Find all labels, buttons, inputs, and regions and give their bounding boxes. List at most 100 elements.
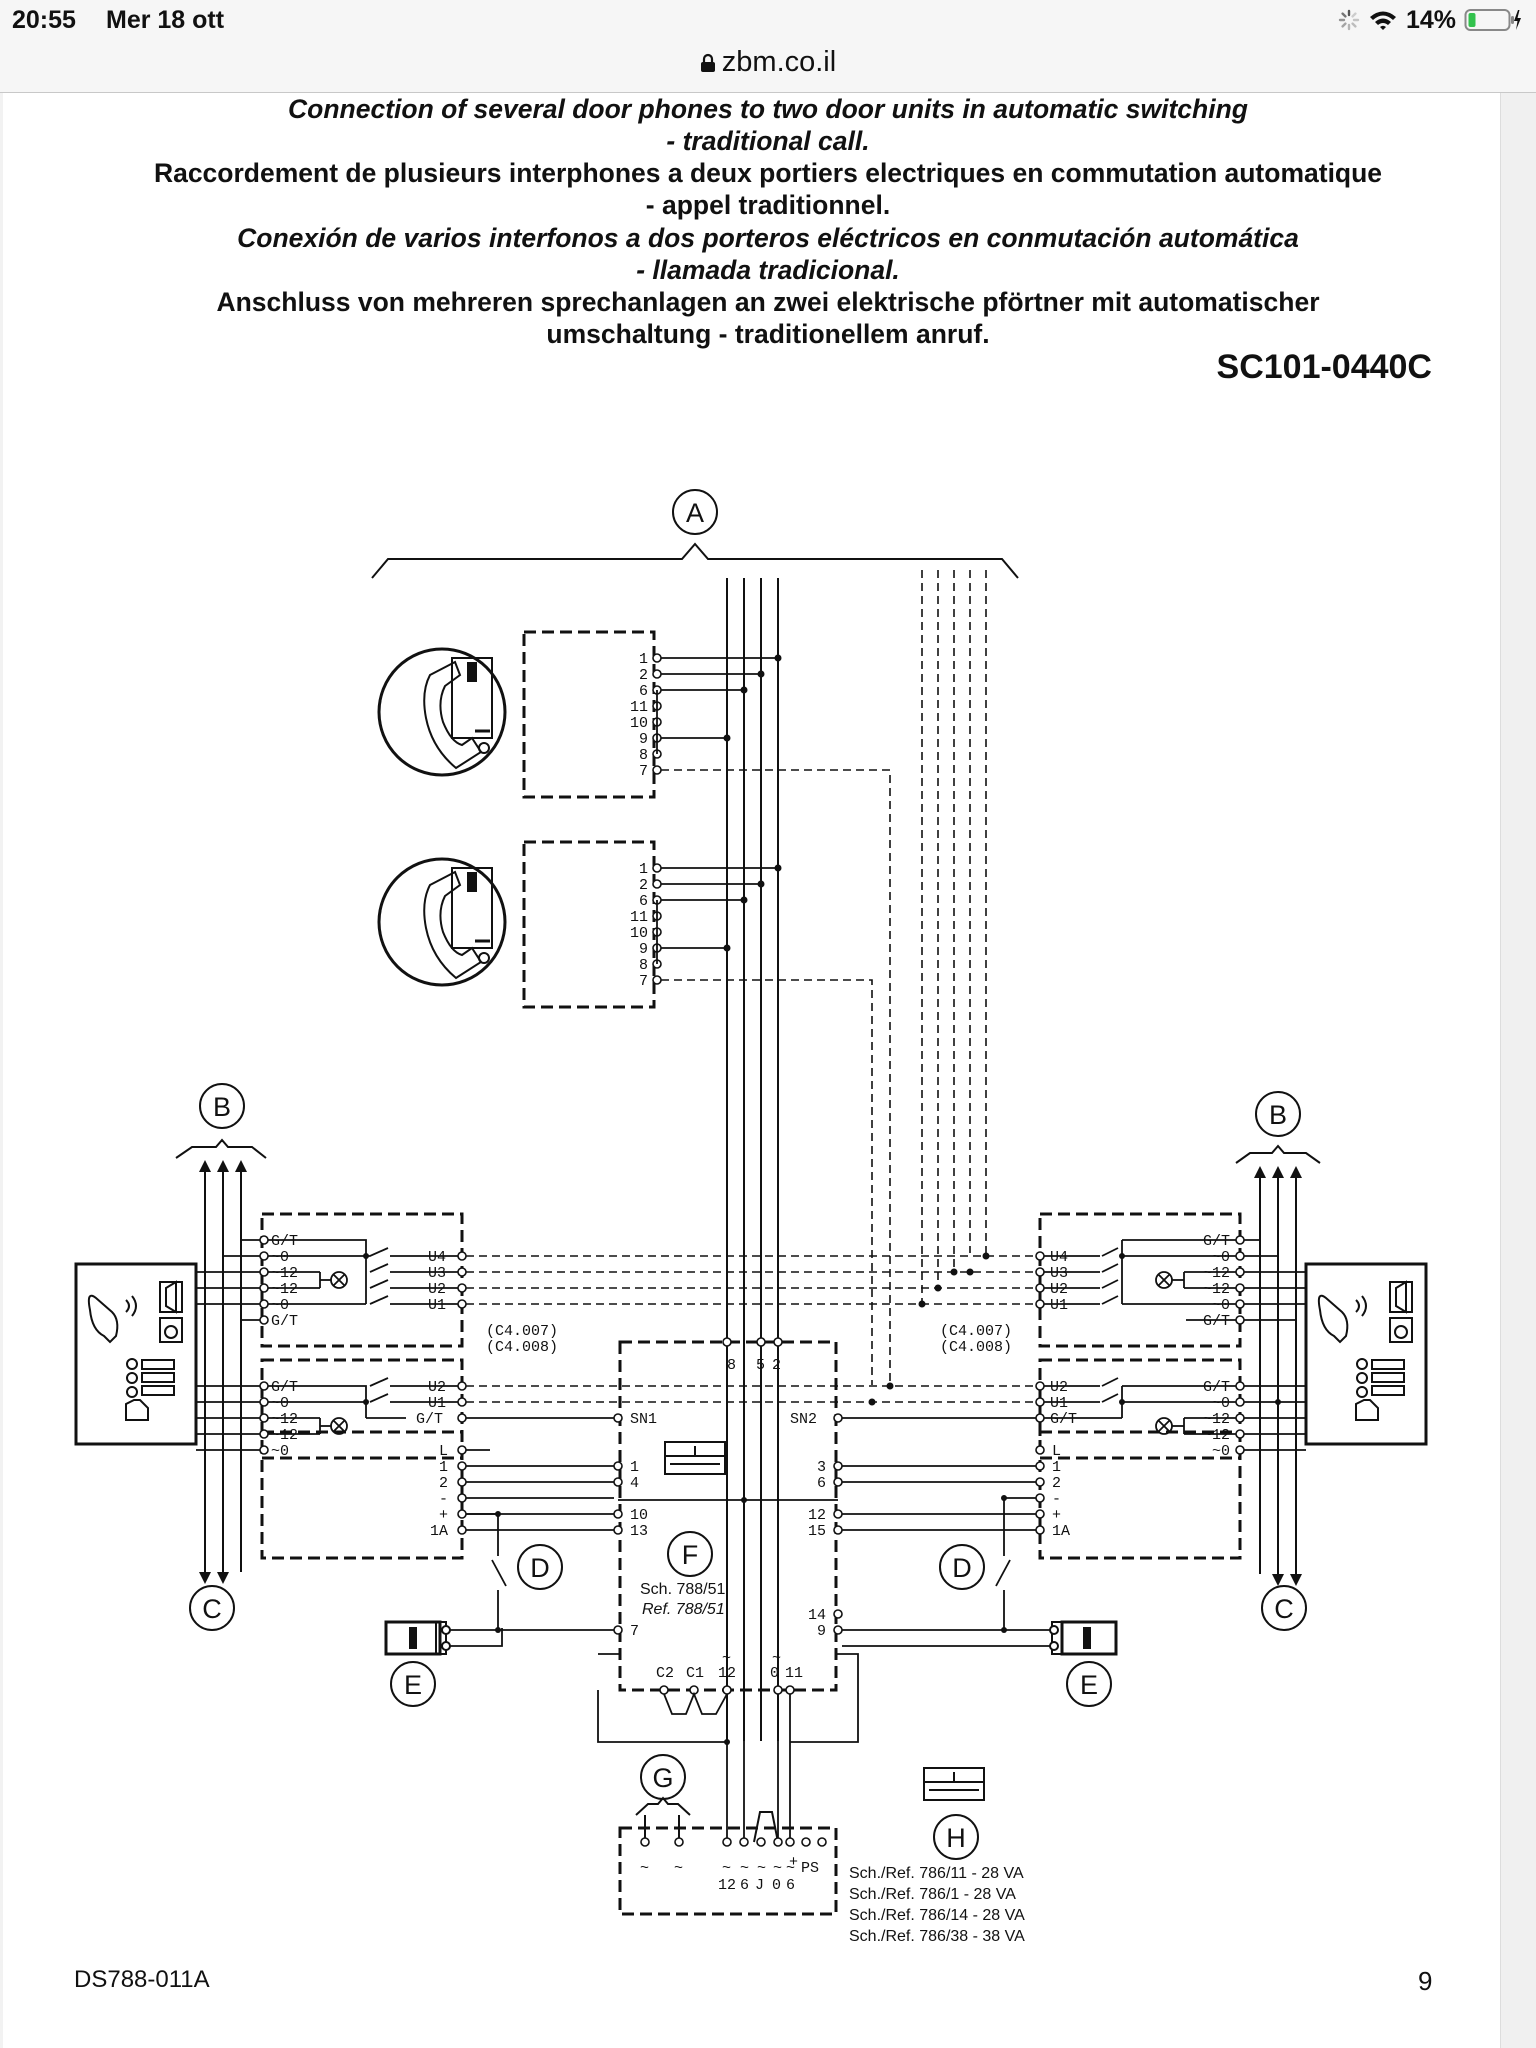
term: G/T [1203, 1233, 1230, 1250]
f-term: 12 [808, 1507, 826, 1524]
f-term: 14 [808, 1607, 826, 1624]
ps-term: ~ [786, 1860, 795, 1877]
term: ~0 [1212, 1297, 1230, 1314]
ps-term: ~ [773, 1860, 782, 1877]
p1-term: 7 [639, 763, 648, 780]
term: 2 [439, 1475, 448, 1492]
tilde: ~ [640, 1860, 649, 1877]
door-unit-left-terms-2: G/T ~0 ~12 ~12 ~0 U2 U1 G/T [271, 1379, 446, 1460]
ps-term: 12 [718, 1877, 736, 1894]
f-term: 6 [817, 1475, 826, 1492]
term: ~0 [1212, 1395, 1230, 1412]
status-time: 20:55 [12, 6, 76, 34]
term: U1 [428, 1395, 446, 1412]
page-number: 9 [1418, 1966, 1433, 1996]
battery-percentage: 14% [1405, 5, 1456, 34]
code-c4-007: (C4.007) [486, 1323, 558, 1340]
tilde: ~ [772, 1650, 781, 1667]
p1-term: 8 [639, 747, 648, 764]
term: G/T [416, 1411, 443, 1428]
term: U2 [428, 1281, 446, 1298]
sn1-label: SN1 [630, 1411, 657, 1428]
f-term: C2 [656, 1665, 674, 1682]
f-term: 7 [630, 1623, 639, 1640]
term: + [439, 1507, 448, 1524]
term: ~0 [1212, 1443, 1230, 1460]
letter-d-left: D [530, 1553, 550, 1583]
term: U4 [1050, 1249, 1068, 1266]
browser-url-bar[interactable]: zbm.co.il [0, 40, 1536, 93]
label-circle-f [667, 1531, 713, 1577]
label-circle-b-right [1255, 1091, 1301, 1137]
title-de-1: Anschluss von mehreren sprechanlagen an … [216, 287, 1320, 317]
term: U2 [1050, 1281, 1068, 1298]
ps-term: 6 [786, 1877, 795, 1894]
term: U1 [1050, 1395, 1068, 1412]
letter-g: G [652, 1763, 673, 1793]
document-code-footer: DS788-011A [74, 1966, 210, 1993]
term: ~12 [271, 1265, 298, 1282]
p1-term: 10 [630, 715, 648, 732]
term: ~0 [1212, 1249, 1230, 1266]
label-circle-e-right [1066, 1661, 1112, 1707]
term: U1 [1050, 1297, 1068, 1314]
letter-e-right: E [1080, 1670, 1098, 1700]
p1-term: 11 [630, 699, 648, 716]
code-c4-008: (C4.008) [486, 1339, 558, 1356]
ps-terms-top: ~ ~ ~ ~ ~ + PS [722, 1854, 819, 1877]
title-de-2: umschaltung - traditionellem anruf. [546, 319, 990, 349]
p2-term: 9 [639, 941, 648, 958]
term: 1A [430, 1523, 448, 1540]
h-ref: Sch./Ref. 786/1 - 28 VA [849, 1886, 1016, 1903]
f-term: 8 [727, 1357, 736, 1374]
term: 1 [439, 1459, 448, 1476]
f-term: 4 [630, 1475, 639, 1492]
term: U1 [428, 1297, 446, 1314]
f-term: 13 [630, 1523, 648, 1540]
code-c4-007-right: (C4.007) [940, 1323, 1012, 1340]
term: L [1052, 1443, 1061, 1460]
letter-c-left: C [202, 1594, 222, 1624]
lock-icon [700, 53, 715, 72]
term: L [439, 1443, 448, 1460]
title-en-1: Connection of several door phones to two… [288, 94, 1248, 124]
p2-term: 11 [630, 909, 648, 926]
title-fr-2: - appel traditionnel. [645, 190, 891, 220]
letter-c-right: C [1274, 1594, 1294, 1624]
term: 1 [1052, 1459, 1061, 1476]
f-term: 0 [770, 1665, 779, 1682]
letter-a: A [686, 498, 704, 528]
f-term: 12 [718, 1665, 736, 1682]
ps-term: 0 [772, 1877, 781, 1894]
letter-b-right: B [1269, 1100, 1287, 1130]
f-term: 15 [808, 1523, 826, 1540]
url-field[interactable]: zbm.co.il [0, 46, 1536, 79]
term: ~12 [1203, 1281, 1230, 1298]
term: ~12 [1203, 1265, 1230, 1282]
f-term: 9 [817, 1623, 826, 1640]
term: G/T [1203, 1379, 1230, 1396]
title-es-2: - llamada tradicional. [636, 255, 900, 285]
letter-f: F [682, 1540, 699, 1570]
term: ~0 [271, 1249, 289, 1266]
p2-term: 10 [630, 925, 648, 942]
f-term: 10 [630, 1507, 648, 1524]
term: ~0 [271, 1297, 289, 1314]
label-circle-c-left [189, 1585, 235, 1631]
letter-e-left: E [404, 1670, 422, 1700]
f-term: 2 [772, 1357, 781, 1374]
letter-d-right: D [952, 1553, 972, 1583]
label-circle-b-left [199, 1083, 245, 1129]
term: ~12 [271, 1281, 298, 1298]
dc-unit-left-terms: L 1 2 - + 1A [430, 1443, 448, 1540]
term: 1A [1052, 1523, 1070, 1540]
title-en-2: - traditional call. [666, 126, 870, 156]
f-term: 3 [817, 1459, 826, 1476]
p1-term: 6 [639, 683, 648, 700]
f-term: C1 [686, 1665, 704, 1682]
tilde: ~ [722, 1650, 731, 1667]
term: ~12 [1203, 1411, 1230, 1428]
f-term: 5 [756, 1357, 765, 1374]
door-panel-right [1317, 1280, 1413, 1421]
term: G/T [1203, 1313, 1230, 1330]
